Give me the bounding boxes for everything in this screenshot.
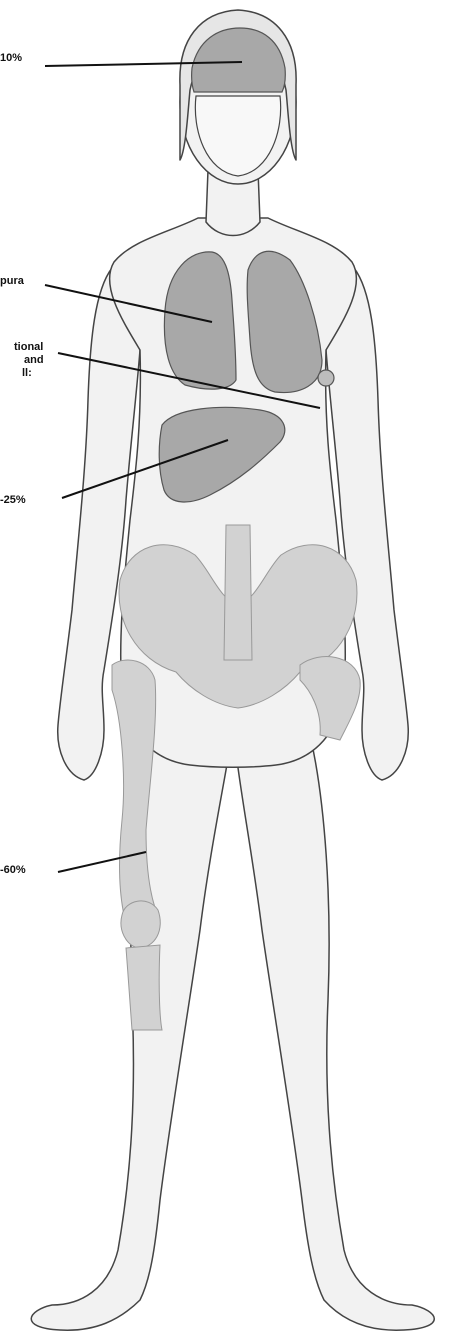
label-brain: 10% xyxy=(0,52,22,65)
label-pleura: tional and ll: xyxy=(0,341,44,380)
breast-nodule xyxy=(318,370,334,386)
spine xyxy=(224,525,252,660)
label-liver: -25% xyxy=(0,494,26,507)
label-bone: -60% xyxy=(0,864,26,877)
label-pleura-line-1: tional xyxy=(0,341,44,354)
label-pleura-line-2: and xyxy=(0,354,44,367)
label-lung: pura xyxy=(0,275,24,288)
left-tibia xyxy=(126,945,162,1030)
left-kneecap xyxy=(121,901,160,948)
right-leg xyxy=(234,735,434,1330)
label-pleura-line-3: ll: xyxy=(0,367,44,380)
